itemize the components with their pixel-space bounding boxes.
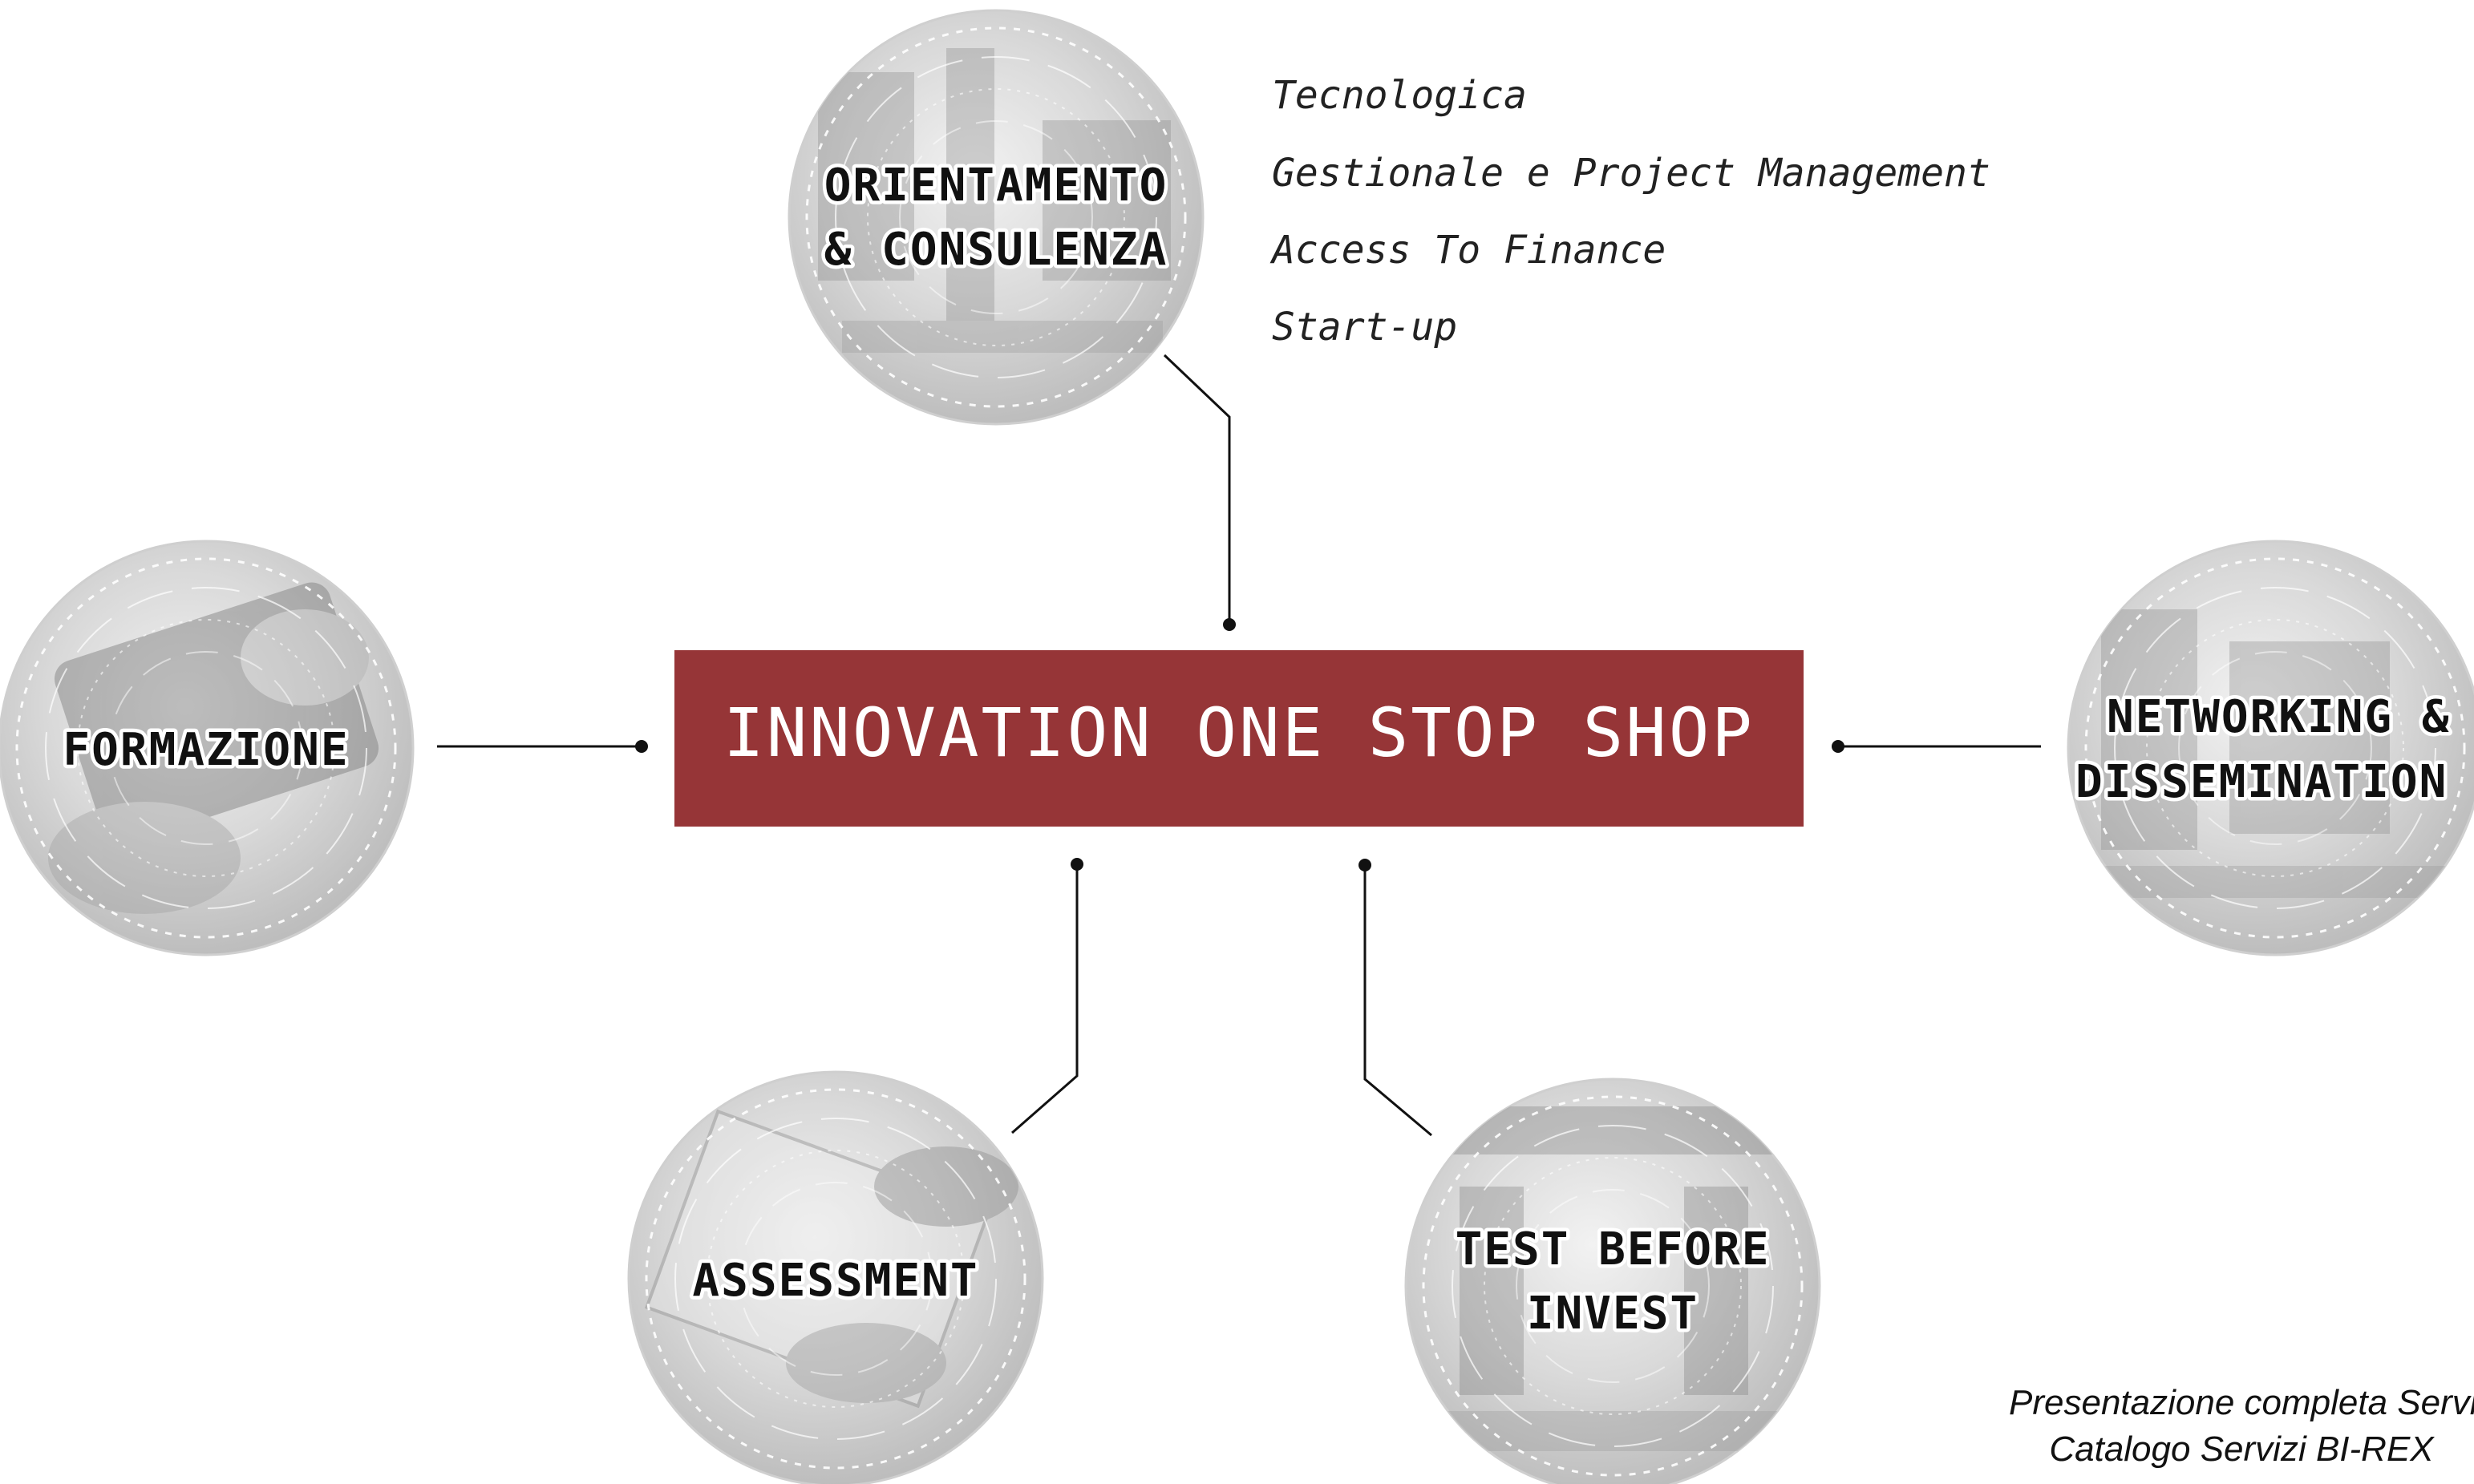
service-item-start-up: Start-up <box>1272 305 1457 350</box>
connector-dots <box>635 618 1844 871</box>
node-photo-circle <box>1404 1078 1821 1484</box>
node-label-line1: ORIENTAMENTO <box>824 160 1168 212</box>
footer-link-catalogo[interactable]: Catalogo Servizi BI-REX <box>2049 1429 2434 1469</box>
node-test-before-invest[interactable]: TEST BEFORE INVEST <box>1404 1078 1821 1484</box>
connector-dot <box>1832 740 1844 753</box>
node-photo-circle <box>2067 540 2474 956</box>
center-hub[interactable]: INNOVATION ONE STOP SHOP <box>674 650 1804 827</box>
node-formazione[interactable]: FORMAZIONE <box>0 540 415 956</box>
connector-orientamento <box>1163 354 1231 625</box>
node-photo-circle <box>627 1070 1044 1484</box>
node-orientamento-consulenza[interactable]: ORIENTAMENTO & CONSULENZA <box>788 9 1205 426</box>
node-photo-circle <box>788 9 1205 426</box>
node-label-line1: TEST BEFORE <box>1456 1223 1771 1276</box>
node-label-line2: DISSEMINATION <box>2075 756 2448 808</box>
connector-dot <box>1358 859 1371 871</box>
consulenza-services-list: Tecnologica Gestionale e Project Managem… <box>1269 73 1990 350</box>
ring-pattern <box>1422 1095 1804 1477</box>
node-networking-dissemination[interactable]: NETWORKING & DISSEMINATION <box>2067 540 2474 956</box>
connector-dot <box>1071 858 1083 871</box>
connector-dot <box>1223 618 1236 631</box>
center-box <box>674 650 1804 827</box>
service-item-gestionale: Gestionale e Project Management <box>1272 151 1990 196</box>
node-label-line2: INVEST <box>1527 1288 1699 1340</box>
node-label-line1: ASSESSMENT <box>692 1255 978 1307</box>
service-item-tecnologica: Tecnologica <box>1272 73 1527 118</box>
service-item-access-to-finance: Access To Finance <box>1269 228 1666 273</box>
node-label-line1: FORMAZIONE <box>63 724 349 776</box>
footer-link-presentazione[interactable]: Presentazione completa Servizi <box>2009 1383 2474 1422</box>
photo-texture <box>818 48 1171 353</box>
connectors <box>437 354 2041 1137</box>
connector-assessment <box>1011 864 1079 1134</box>
footer-links[interactable]: Presentazione completa Servizi Catalogo … <box>2009 1380 2474 1484</box>
node-assessment[interactable]: ASSESSMENT <box>627 1070 1044 1484</box>
node-photo-circle <box>0 540 415 956</box>
ring-pattern <box>645 1088 1026 1470</box>
node-label-line1: NETWORKING & <box>2107 691 2451 743</box>
photo-texture <box>644 1109 1018 1409</box>
connector-dot <box>635 740 648 753</box>
center-title: INNOVATION ONE STOP SHOP <box>723 693 1755 772</box>
ring-pattern <box>805 26 1187 408</box>
node-label-line2: & CONSULENZA <box>824 224 1168 276</box>
connector-test-before-invest <box>1363 865 1432 1137</box>
ring-pattern <box>2084 557 2466 939</box>
ring-pattern <box>15 557 397 939</box>
